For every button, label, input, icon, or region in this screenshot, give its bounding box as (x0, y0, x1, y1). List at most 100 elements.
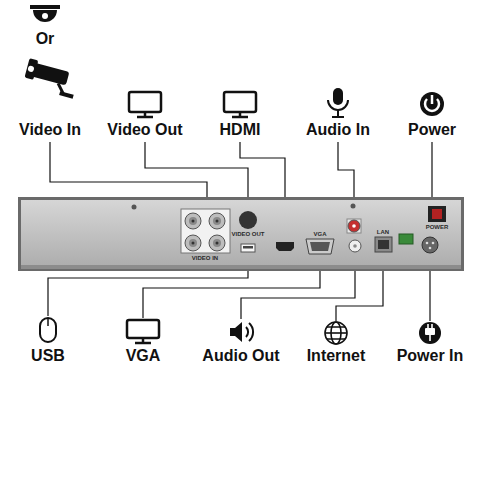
port-label: Audio In (306, 121, 370, 139)
video-out-port (239, 211, 257, 229)
power-icon (431, 95, 434, 104)
mouse-icon (47, 318, 49, 326)
plug-icon (425, 328, 435, 335)
power-icon (420, 92, 444, 116)
hdmi-port (276, 242, 294, 251)
monitor-icon (142, 338, 145, 342)
speaker-icon (249, 323, 253, 341)
dvr-housing (21, 200, 461, 265)
microphone-icon (328, 88, 348, 117)
bnc-video-in (181, 209, 230, 253)
dvr-housing (18, 197, 464, 271)
dvr-housing (18, 197, 464, 271)
audio-in-jack (348, 220, 360, 232)
monitor-icon (239, 112, 242, 116)
port-label: Power In (397, 347, 464, 365)
audio-out-jack (349, 240, 361, 252)
usb-port (243, 246, 253, 249)
panel-marking: VIDEO IN (192, 255, 218, 261)
bnc-video-in (213, 217, 221, 225)
power-switch (432, 209, 442, 219)
mouse-icon (40, 318, 56, 342)
dome-camera-icon (30, 5, 60, 9)
monitor-icon (127, 320, 159, 338)
bnc-video-in (189, 217, 197, 225)
bullet-camera-icon (24, 58, 38, 80)
globe-icon (325, 322, 347, 344)
usb-port (241, 244, 255, 252)
plug-icon (427, 324, 429, 328)
dvr-housing (132, 205, 137, 210)
monitor-icon (129, 92, 161, 112)
power-in-socket (429, 247, 432, 250)
power-in-socket (422, 237, 438, 253)
port-label: VGA (126, 347, 161, 365)
dvr-housing (21, 265, 461, 269)
speaker-icon (230, 322, 253, 342)
monitor-icon (144, 112, 147, 116)
bnc-video-in (189, 239, 197, 247)
plug-icon (419, 322, 441, 344)
port-label: Power (408, 121, 456, 139)
plug-icon (429, 335, 431, 341)
globe-icon (325, 322, 347, 344)
power-switch (428, 206, 446, 222)
monitor-icon (129, 92, 161, 117)
port-label: Internet (307, 347, 366, 365)
vga-port (306, 239, 334, 254)
monitor-icon (137, 116, 153, 119)
bnc-video-in (216, 220, 219, 223)
power-in-socket (426, 242, 429, 245)
monitor-icon (135, 342, 151, 345)
dome-camera-icon (30, 5, 60, 22)
usb-port (241, 244, 255, 252)
power-icon (420, 92, 444, 116)
globe-icon (327, 327, 345, 339)
bullet-camera-icon (27, 65, 34, 72)
bullet-camera-icon (22, 58, 79, 99)
port-label: USB (31, 347, 65, 365)
microphone-icon (332, 116, 344, 118)
rs485-terminal (399, 234, 413, 244)
bnc-video-in (185, 213, 201, 229)
audio-in-jack (347, 219, 361, 233)
lan-port (378, 240, 389, 249)
speaker-icon (230, 322, 242, 342)
monitor-icon (224, 92, 256, 112)
dome-camera-icon (42, 13, 48, 19)
video-out-port (239, 211, 257, 229)
leader-line (431, 142, 432, 205)
power-in-socket (422, 237, 438, 253)
monitor-icon (232, 116, 248, 119)
panel-marking: LAN (377, 229, 389, 235)
lan-port (375, 237, 392, 252)
rs485-terminal (399, 234, 413, 244)
monitor-icon (224, 92, 256, 117)
bnc-video-in (192, 220, 195, 223)
bnc-video-in (216, 242, 219, 245)
power-in-socket (432, 242, 435, 245)
globe-icon (325, 332, 347, 334)
audio-out-jack (349, 240, 361, 252)
panel-marking: VIDEO OUT (231, 231, 264, 237)
microphone-icon (333, 88, 343, 105)
audio-out-jack (353, 244, 357, 248)
port-label: Or (36, 30, 55, 48)
audio-in-jack (352, 224, 356, 228)
microphone-icon (328, 100, 348, 110)
port-label: Audio Out (202, 347, 279, 365)
hdmi-port (276, 242, 294, 251)
bnc-video-in (209, 235, 225, 251)
bnc-video-in (181, 209, 230, 253)
port-label: HDMI (220, 121, 261, 139)
vga-port (306, 239, 334, 254)
plug-icon (431, 324, 433, 328)
panel-marking: VGA (313, 231, 326, 237)
bullet-camera-icon (59, 91, 74, 98)
vga-port (310, 242, 330, 251)
dome-camera-icon (33, 10, 57, 22)
dvr-housing (351, 204, 356, 209)
plug-icon (419, 322, 441, 344)
